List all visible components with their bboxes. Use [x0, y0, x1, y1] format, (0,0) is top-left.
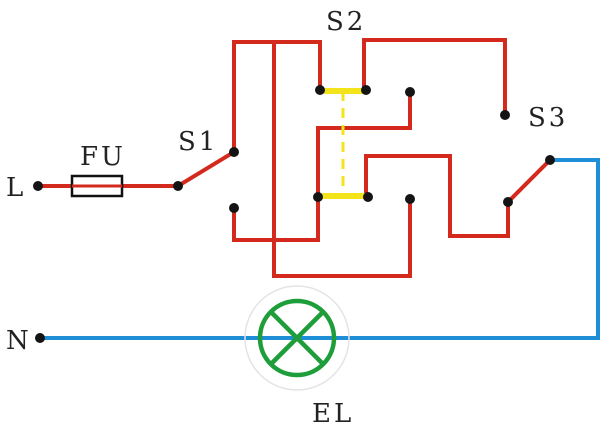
label-fuse: FU [80, 142, 126, 172]
terminal-s2-bottom-mid [363, 192, 373, 202]
label-switch2: S2 [326, 7, 366, 37]
terminals [33, 85, 555, 343]
label-switch3: S3 [528, 103, 568, 133]
terminal-l [33, 181, 43, 191]
s2-contact-bars [322, 88, 368, 199]
terminal-s3-lower [503, 197, 513, 207]
wire-cross-loop [272, 40, 412, 278]
terminal-s3-pivot [545, 155, 555, 165]
terminal-s3-upper [500, 110, 510, 120]
label-live: L [6, 173, 23, 203]
phase-wiring [36, 38, 553, 278]
wire-s2-bracket-upper [316, 90, 412, 198]
terminal-s1-lower [229, 203, 239, 213]
lamp-cross-b [269, 310, 325, 366]
lamp-el [244, 285, 350, 391]
s1-blade [175, 149, 237, 189]
terminal-s2-top-left [315, 85, 325, 95]
label-switch1: S1 [178, 127, 218, 157]
terminal-s2-top-mid [361, 85, 371, 95]
label-lamp: EL [312, 399, 354, 429]
wire-s1-upper-to-s2 [232, 40, 322, 154]
terminal-s1-upper [229, 147, 239, 157]
terminal-n [35, 333, 45, 343]
terminal-s2-top-right [405, 87, 415, 97]
terminal-s2-bottom-right [405, 194, 415, 204]
wire-s2-to-s3-lower [364, 154, 510, 238]
label-neutral: N [6, 326, 29, 356]
wire-s2-to-s3-upper [362, 38, 507, 117]
terminal-s1-pivot [173, 181, 183, 191]
lamp-circle [257, 298, 337, 378]
terminal-s2-bottom-left [313, 192, 323, 202]
neutral-wire [40, 158, 600, 340]
lamp-halo [244, 285, 350, 391]
s3-blade [505, 157, 553, 205]
neutral-wiring [40, 158, 600, 340]
